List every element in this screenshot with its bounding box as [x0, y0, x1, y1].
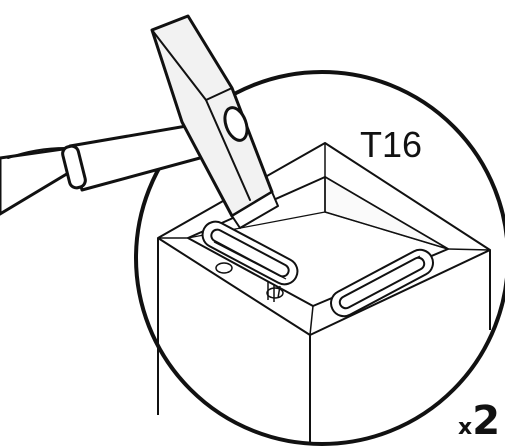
hole	[266, 287, 284, 299]
fastener-right	[330, 248, 434, 318]
fastener-left	[201, 220, 299, 302]
quantity-count: 2	[472, 398, 501, 444]
quantity-prefix: x	[458, 415, 473, 440]
hammer-icon	[0, 14, 279, 229]
part-label: T16	[360, 124, 423, 165]
quantity-label: x2	[458, 398, 500, 444]
hole	[215, 262, 233, 274]
